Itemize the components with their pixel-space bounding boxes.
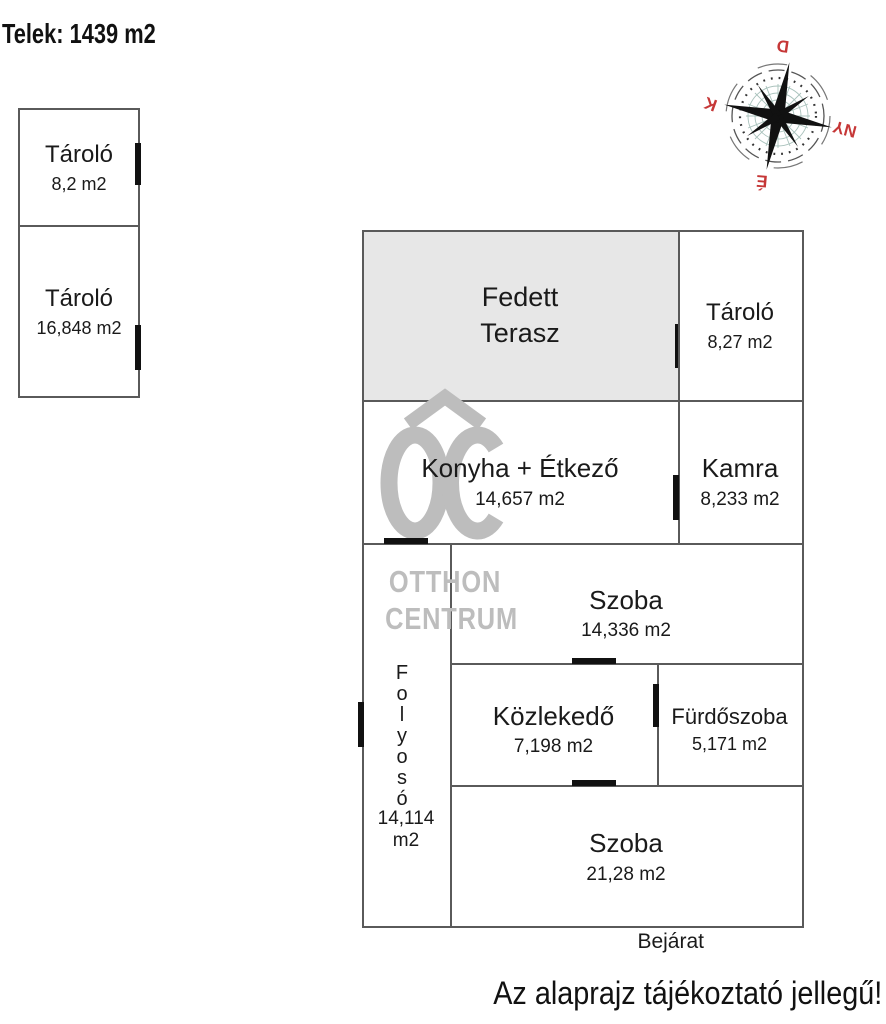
compass-label-east: K [701,93,720,115]
outbuilding-room-tarolo-2: Tároló 16,848 m2 [20,227,138,396]
compass-label-west: NY [830,117,858,142]
door-marker [135,325,141,370]
room-szoba1-walls [452,545,804,665]
room-furdoszoba-walls [659,665,804,787]
compass-star [724,62,832,170]
room-kozlekedo-walls [452,665,659,787]
room-folyoso-walls [364,545,452,926]
outbuilding-room-tarolo-1: Tároló 8,2 m2 [20,110,138,227]
room-area: 8,2 m2 [51,174,107,194]
room-name: Tároló [44,141,114,168]
room-tarolo-walls [680,232,804,402]
door-marker [135,143,141,185]
compass-rose-icon: D K NY É [701,36,858,191]
outbuilding: Tároló 8,2 m2 Tároló 16,848 m2 [18,108,141,398]
room-konyha-walls [364,402,680,545]
entrance-label: Bejárat [637,930,704,953]
room-name: Tároló [44,285,114,312]
plot-size-label: Telek: 1439 m2 [2,18,156,49]
compass-label-south: D [775,36,790,57]
main-floor-plan [362,230,804,928]
room-area: 16,848 m2 [36,318,122,338]
compass-label-north: É [755,171,768,191]
room-kamra-walls [680,402,804,545]
disclaimer-text: Az alaprajz tájékoztató jellegű! [492,975,882,1011]
room-fedett-terasz-walls [364,232,680,402]
